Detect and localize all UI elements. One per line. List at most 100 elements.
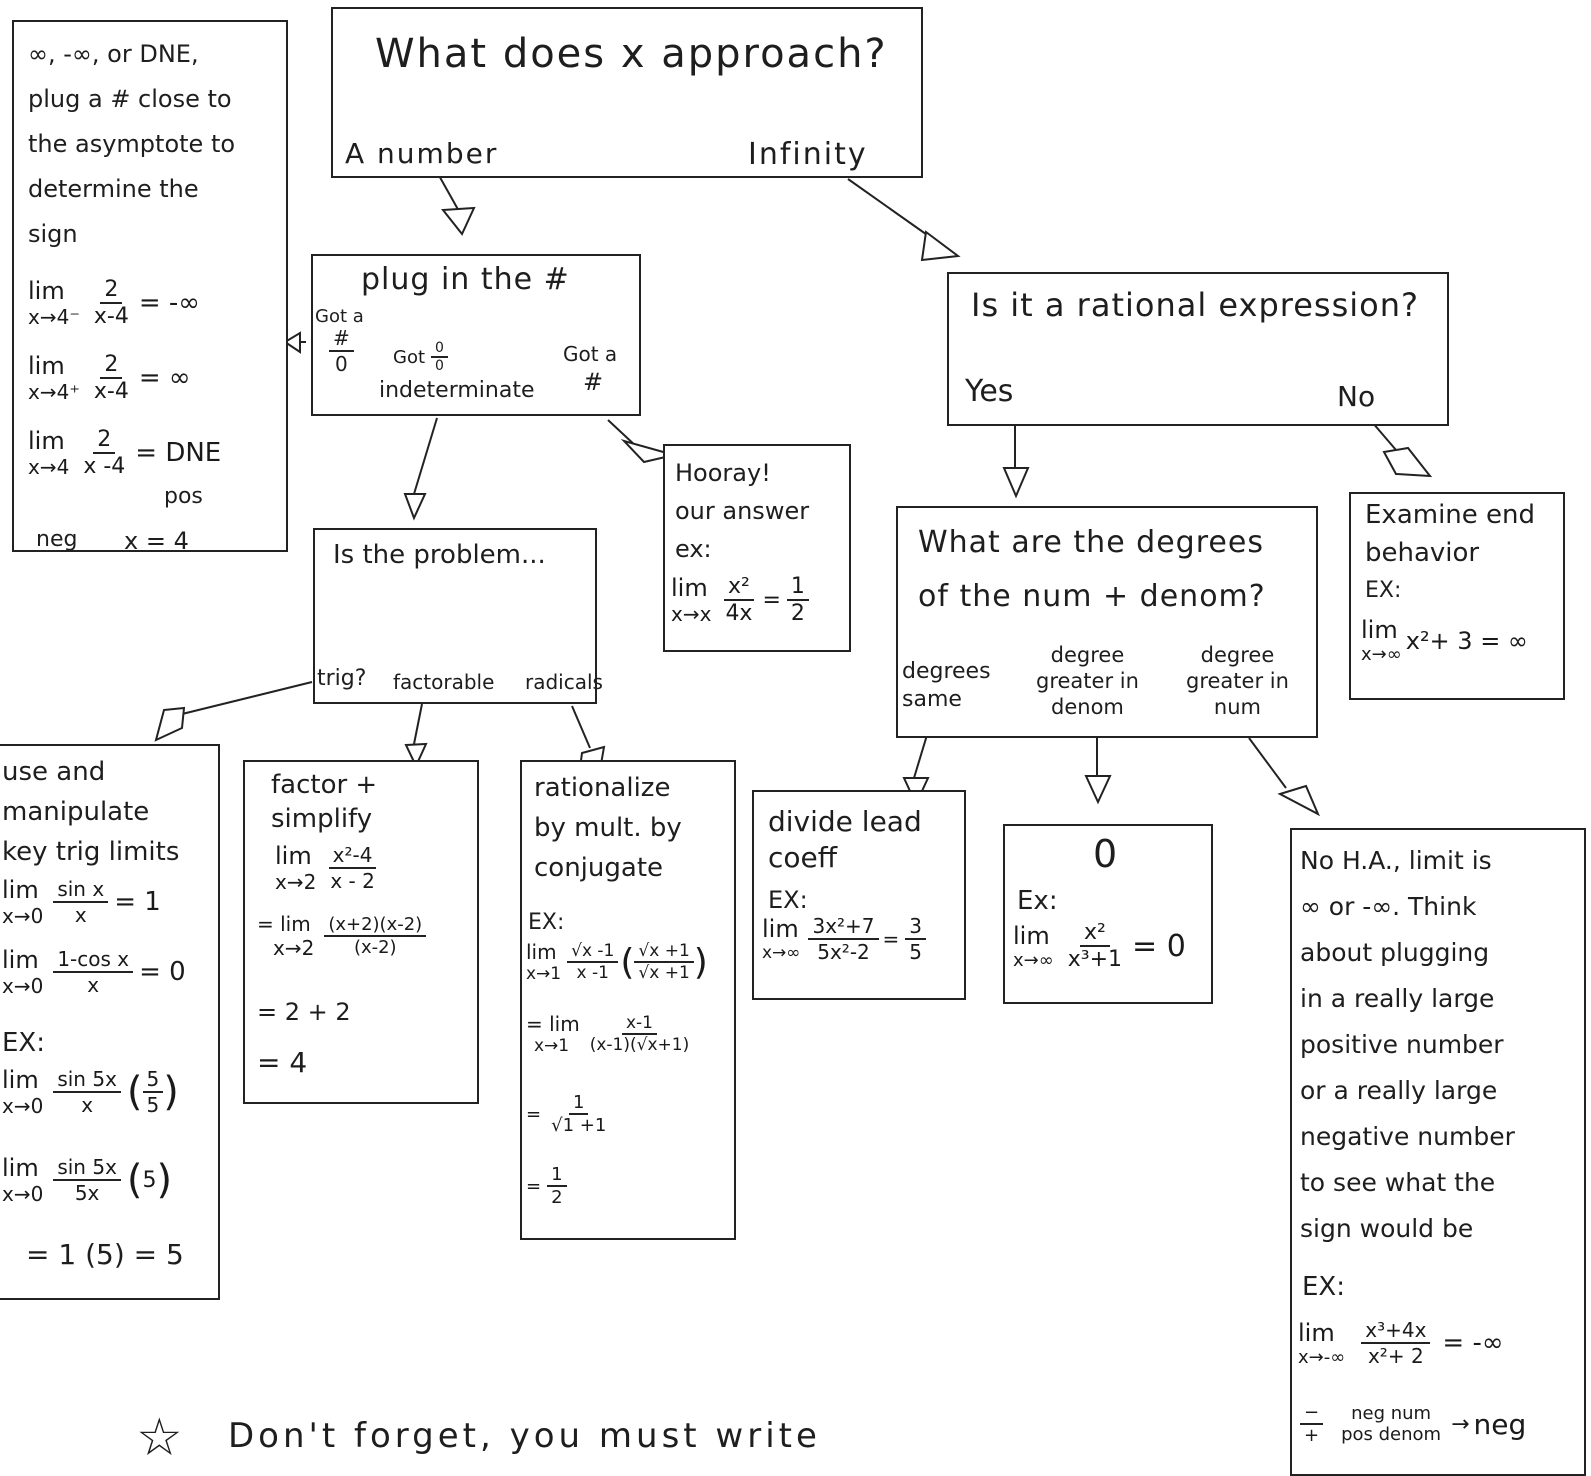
degrees-question: What are the degrees of the num + denom?	[918, 525, 1266, 614]
result: = 0	[139, 957, 186, 987]
lim-label: lim	[275, 842, 312, 870]
lim-label: lim	[2, 1154, 39, 1182]
equals: =	[526, 1175, 542, 1197]
rad-step-3: = 1√1 +1	[526, 1092, 616, 1136]
lim-sub: x→4⁺	[28, 380, 80, 404]
frac-den: √x +1	[638, 963, 690, 983]
option-factorable: factorable	[393, 670, 495, 694]
lim-label: lim	[762, 915, 799, 943]
lim-sub: x→2	[275, 870, 317, 894]
footer-note: Don't forget, you must write	[228, 1416, 821, 1456]
sign-num: −	[1300, 1402, 1324, 1425]
result: = 1	[114, 887, 161, 917]
frac-den: x²+ 2	[1367, 1344, 1424, 1368]
option-a-number: A number	[345, 137, 499, 170]
result: = 0	[1132, 928, 1186, 964]
lim-sub: x→∞	[762, 943, 801, 963]
lim-sub: x→4⁻	[28, 305, 80, 329]
frac-num: x²-4	[328, 843, 377, 869]
frac-num: √x +1	[634, 941, 694, 963]
option-radicals: radicals	[525, 670, 603, 694]
end-behavior-text: Examine end behavior	[1365, 500, 1536, 568]
frac-den: x -1	[576, 963, 609, 983]
lim-label: = lim	[257, 912, 311, 936]
zero-ex-label: Ex:	[1017, 886, 1058, 916]
frac-den: x	[87, 973, 100, 997]
hash-label: #	[583, 368, 604, 396]
frac-num: x²	[1079, 920, 1110, 947]
sign-den: +	[1304, 1425, 1320, 1446]
no-ha-text: No H.A., limit is ∞ or -∞. Think about p…	[1300, 846, 1515, 1243]
frac-den: x-4	[93, 379, 129, 404]
frac-den: 4x	[725, 601, 753, 626]
lim-label: lim	[1361, 616, 1398, 644]
frac-den: x	[81, 1093, 94, 1117]
frac-num: x²	[724, 574, 754, 601]
frac-den: 5x²-2	[817, 940, 870, 964]
frac-num: 0	[431, 340, 448, 358]
hooray-text: Hooray! our answer ex:	[675, 459, 810, 563]
option-infinity: Infinity	[748, 137, 868, 172]
indeterminate-label: indeterminate	[379, 378, 535, 403]
neg-result: neg	[1473, 1407, 1527, 1441]
option-greater-num: degree greater in num	[1186, 643, 1289, 719]
plug-title: plug in the #	[361, 262, 570, 297]
got-a-number-label: Got a	[563, 342, 618, 366]
lim-label: lim	[526, 940, 557, 964]
lim-sub: x→0	[2, 1182, 44, 1206]
frac-num: 1	[547, 1164, 567, 1187]
frac-num: 2	[93, 427, 116, 454]
neg-num-label: neg num	[1351, 1403, 1432, 1424]
lim-sub: x→4	[28, 455, 70, 479]
frac-den: x-4	[93, 304, 129, 329]
frac-den: 0	[335, 352, 348, 376]
frac-num: sin 5x	[53, 1155, 121, 1181]
lim-sub: x→0	[2, 1094, 44, 1118]
frac-num: 2	[100, 277, 123, 304]
frac-num: 1	[786, 574, 809, 601]
factor-result-2: = 4	[257, 1046, 308, 1079]
frac-den: x - 2	[330, 869, 375, 893]
neg-label: neg	[36, 527, 78, 552]
lim-sub: x→∞	[1361, 644, 1402, 665]
rational-expression-box: Is it a rational expression? Yes No	[947, 272, 1449, 426]
lim-label: lim	[1298, 1318, 1335, 1347]
frac-den: 2	[790, 601, 805, 626]
option-yes: Yes	[965, 374, 1014, 409]
option-greater-denom: degree greater in denom	[1036, 643, 1139, 719]
result: = -∞	[138, 288, 200, 318]
trig-result: = 1 (5) = 5	[26, 1238, 184, 1271]
got-a-label: Got a	[315, 306, 364, 327]
frac-den: 5x	[74, 1181, 100, 1205]
x-equals-4: x = 4	[124, 527, 189, 555]
no-ha-ex-label: EX:	[1302, 1272, 1345, 1302]
problem-title: Is the problem...	[333, 540, 546, 570]
frac-den: x -4	[83, 454, 126, 479]
got-label: Got	[393, 346, 426, 368]
frac-num: 1-cos x	[53, 947, 134, 973]
frac-den: (x-1)(√x+1)	[589, 1035, 690, 1055]
frac-num: 5	[142, 1067, 164, 1093]
problem-type-box: Is the problem... trig? factorable radic…	[313, 528, 603, 704]
lead-ex-label: EX:	[768, 886, 808, 914]
lim-sub: x→0	[2, 904, 44, 928]
frac-num: x-1	[621, 1013, 657, 1035]
equals: =	[762, 587, 781, 613]
